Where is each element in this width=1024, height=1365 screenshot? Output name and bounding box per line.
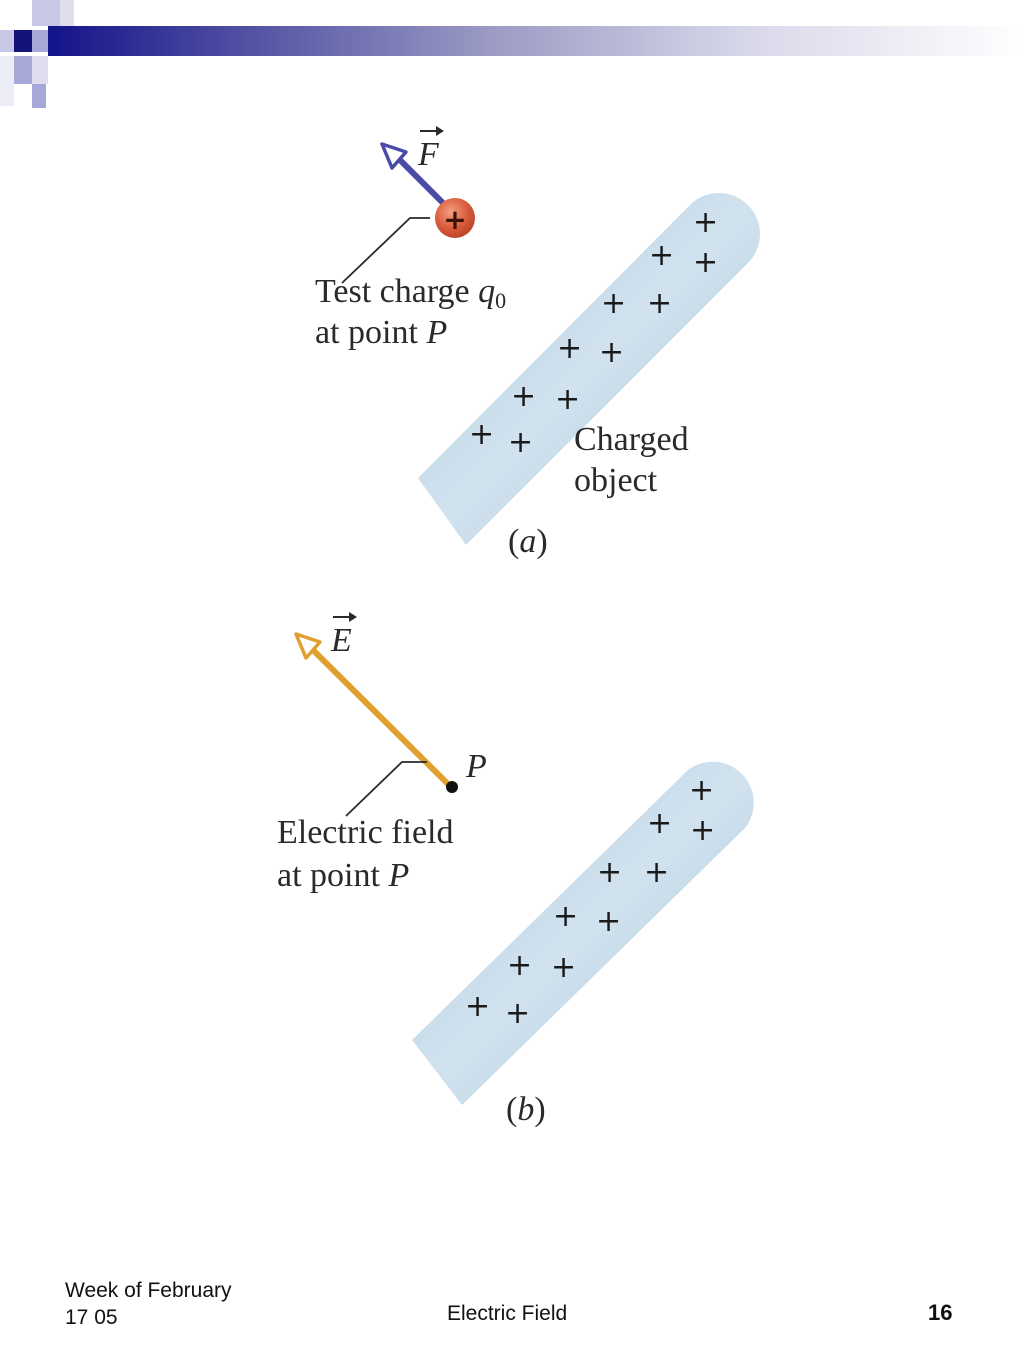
plus-charge: + — [649, 238, 674, 273]
test-charge-label-line2: at point P — [315, 314, 447, 351]
force-symbol: F — [417, 136, 440, 173]
plus-charge: + — [465, 989, 490, 1024]
plus-charge: + — [557, 331, 582, 366]
point-p-label: P — [465, 748, 487, 785]
footer-date: Week of February 17 05 — [65, 1277, 305, 1331]
plus-charge: + — [555, 382, 580, 417]
deco-square-light — [32, 0, 62, 26]
force-vector-arrow — [380, 142, 449, 209]
plus-charge: + — [469, 417, 494, 452]
charged-rod — [412, 761, 754, 1105]
test-charge: + — [435, 198, 475, 238]
rod-charges: + + + + + + + + + + + — [465, 773, 715, 1031]
plus-charge: + — [599, 335, 624, 370]
deco-square-light — [0, 56, 14, 106]
rod-charges: + + + + + + + + + + + — [469, 205, 718, 460]
diagram-a: + + + + + + + + + + + F + — [315, 126, 760, 560]
plus-charge: + — [647, 806, 672, 841]
deco-square-light — [0, 30, 14, 52]
test-charge-sign: + — [443, 203, 466, 236]
charged-object-label-line1: Charged — [574, 421, 689, 458]
footer-date-line2: 17 05 — [65, 1306, 118, 1329]
plus-charge: + — [690, 813, 715, 848]
plus-charge: + — [597, 855, 622, 890]
plus-charge: + — [507, 948, 532, 983]
plus-charge: + — [689, 773, 714, 808]
footer-title: Electric Field — [447, 1302, 568, 1325]
deco-square-light — [32, 84, 46, 108]
charged-object-label-line2: object — [574, 462, 658, 499]
deco-square-light — [32, 56, 48, 84]
plus-charge: + — [644, 855, 669, 890]
plus-charge: + — [553, 899, 578, 934]
leader-line — [341, 217, 430, 284]
charged-rod — [418, 193, 760, 545]
caption-b: (b) — [506, 1091, 546, 1128]
deco-square-light — [14, 56, 32, 84]
footer-date-line1: Week of February — [65, 1279, 232, 1302]
plus-charge: + — [511, 379, 536, 414]
leader-line — [345, 761, 427, 817]
deco-square-light — [32, 30, 48, 52]
plus-charge: + — [551, 950, 576, 985]
point-p-dot — [446, 781, 458, 793]
plus-charge: + — [693, 205, 718, 240]
field-vector-label: E — [330, 612, 357, 659]
page-number: 16 — [928, 1300, 953, 1325]
plus-charge: + — [693, 245, 718, 280]
plus-charge: + — [647, 286, 672, 321]
diagram-b: + + + + + + + + + + + E P Electric — [277, 612, 754, 1128]
electric-field-label-line1: Electric field — [277, 814, 454, 851]
field-symbol: E — [330, 622, 352, 659]
deco-square-light — [60, 0, 74, 26]
force-vector-label: F — [417, 126, 444, 173]
deco-square-dark — [14, 30, 32, 52]
plus-charge: + — [596, 904, 621, 939]
test-charge-label-line1: Test charge q0 — [315, 273, 506, 313]
caption-a: (a) — [508, 523, 548, 560]
electric-field-label-line2: at point P — [277, 857, 409, 894]
plus-charge: + — [601, 286, 626, 321]
title-bar — [48, 26, 1024, 56]
electric-field-arrow — [294, 632, 453, 789]
plus-charge: + — [508, 425, 533, 460]
plus-charge: + — [505, 996, 530, 1031]
